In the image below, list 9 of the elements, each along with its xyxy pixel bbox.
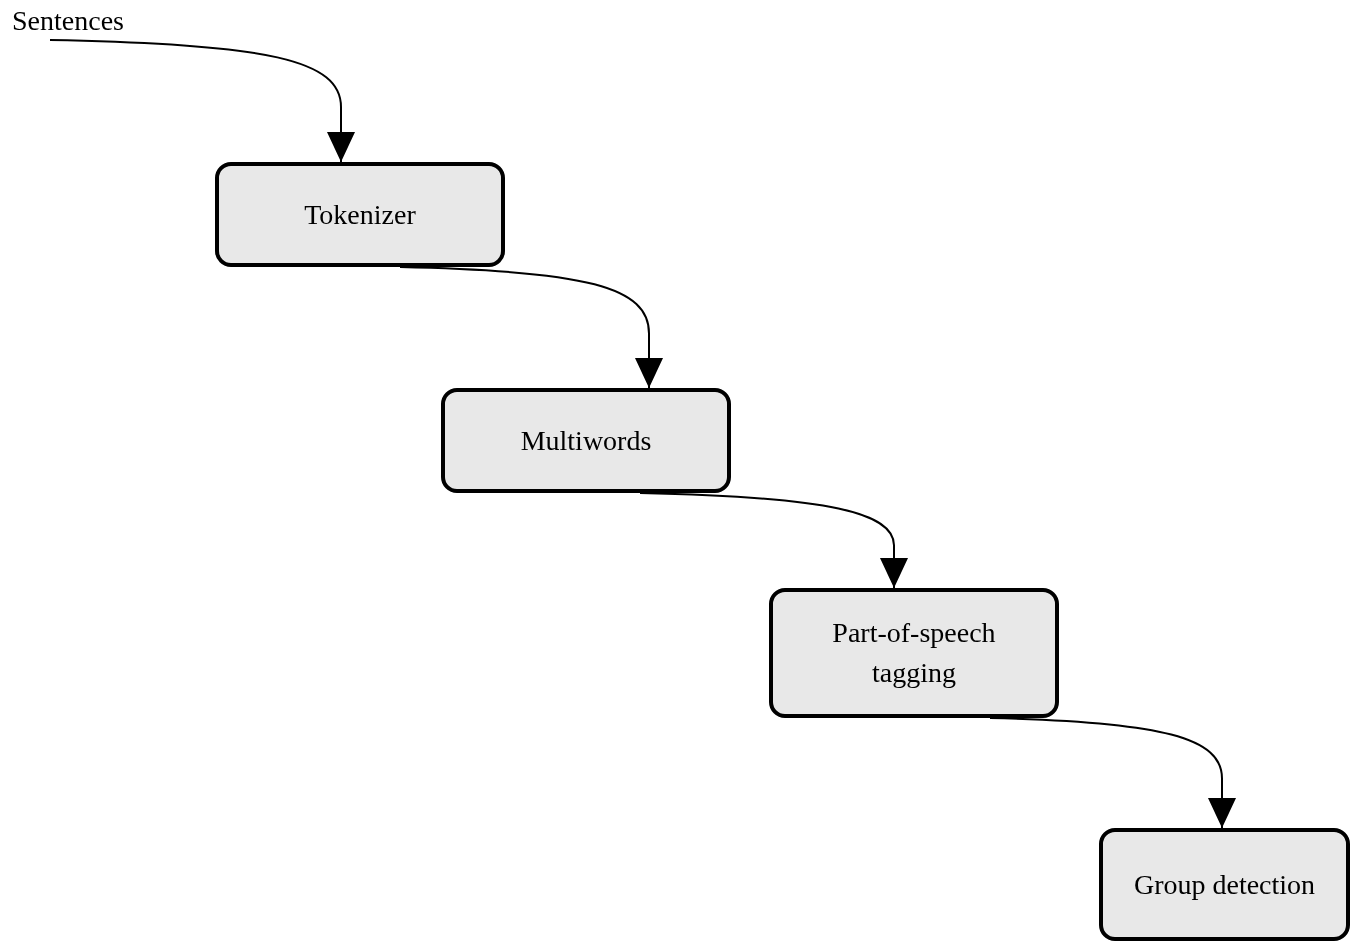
arrow xyxy=(399,266,663,389)
arrow xyxy=(639,492,908,589)
arrow xyxy=(989,717,1236,829)
input-label: Sentences xyxy=(12,4,124,38)
process-box: Group detection xyxy=(1099,828,1350,941)
process-box: Multiwords xyxy=(441,388,731,493)
arrow xyxy=(49,39,355,163)
process-box: Tokenizer xyxy=(215,162,505,267)
process-box: Part-of-speech tagging xyxy=(769,588,1059,718)
